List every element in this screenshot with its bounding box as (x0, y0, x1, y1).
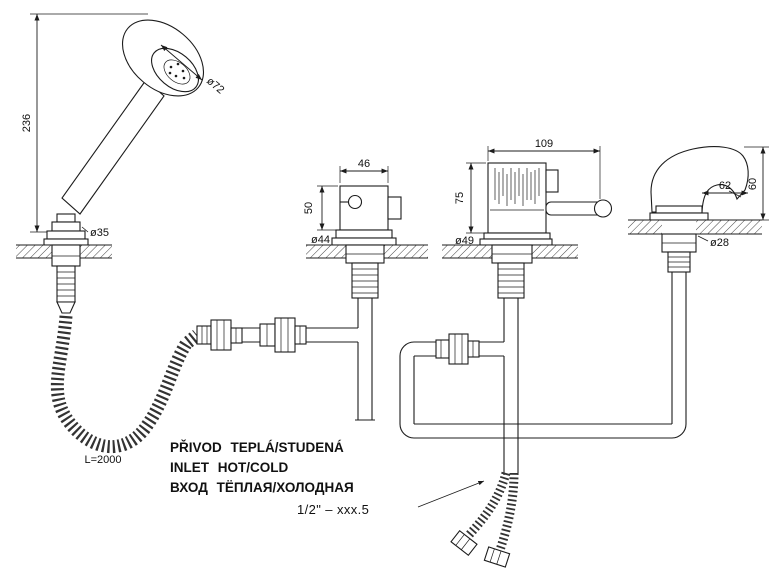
spout-body (649, 146, 749, 221)
spout-supply-pipe (414, 423, 687, 439)
dim-label-spout-height: 60 (747, 178, 759, 190)
inlet-note-czech: PŘIVOD TEPLÁ/STUDENÁ (170, 440, 344, 455)
dim-label-spout-base-dia: ø28 (710, 237, 729, 249)
spout-tail (661, 233, 697, 424)
dim-label-mixer-base-dia: ø49 (455, 235, 474, 247)
inlet-note: PŘIVOD TEPLÁ/STUDENÁ INLET HOT/COLD ВХОД… (170, 440, 354, 495)
dim-mixer-width: 109 (487, 138, 601, 199)
dim-diverter-height: 50 (303, 185, 338, 231)
dim-hose-length: L=2000 (84, 454, 121, 466)
dim-shower-height: 236 (21, 13, 148, 233)
shower-hose (50, 315, 202, 453)
inlet-note-russian: ВХОД ТЁПЛАЯ/ХОЛОДНАЯ (170, 480, 354, 495)
dim-label-shower-base-dia: ø35 (90, 227, 109, 239)
deck-section-shower (16, 244, 112, 259)
dim-mixer-height: 75 (454, 162, 486, 234)
inlet-flex-hoses (450, 471, 519, 568)
dim-label-shower-height: 236 (21, 114, 33, 132)
dim-label-diverter-height: 50 (303, 202, 315, 214)
diverter-assembly: 46 50 ø44 (303, 158, 428, 421)
diverter-body (331, 185, 402, 246)
mixer-branch-pipe (399, 333, 504, 439)
shower-handset (61, 19, 205, 215)
dim-shower-base-diameter: ø35 (81, 226, 109, 239)
deck-section-mixer (442, 244, 578, 259)
dim-mixer-base-diameter: ø49 (455, 235, 474, 247)
dim-label-mixer-width: 109 (535, 138, 553, 150)
thread-note: 1/2" – xxx.5 (297, 480, 485, 517)
dim-diverter-width: 46 (339, 158, 389, 183)
hose-connectors (196, 317, 358, 353)
shower-holder (43, 213, 89, 246)
mixer-assembly: 109 75 ø49 (399, 138, 687, 568)
shower-assembly: 236 ø72 ø35 (16, 13, 226, 466)
mixer-body (479, 162, 613, 246)
deck-section-spout (628, 219, 762, 235)
mixer-tail (491, 244, 533, 475)
dim-label-diverter-width: 46 (358, 158, 370, 170)
dim-spout-base-diameter: ø28 (697, 235, 729, 249)
deck-section-diverter (306, 244, 428, 259)
spout-assembly: 62 60 ø28 (628, 146, 769, 424)
dim-label-mixer-height: 75 (454, 192, 466, 204)
thread-spec-label: 1/2" – xxx.5 (297, 502, 369, 517)
dim-label-spout-reach: 62 (719, 180, 731, 192)
dim-spout-reach: 62 (702, 180, 748, 196)
dim-label-diverter-base-dia: ø44 (311, 234, 330, 246)
thread-spec-arrow (417, 480, 485, 508)
dim-spout-height: 60 (744, 146, 769, 221)
dim-diverter-base-diameter: ø44 (311, 234, 330, 246)
dim-label-hose-length: L=2000 (84, 454, 121, 466)
dim-label-shower-head-dia: ø72 (204, 75, 226, 96)
diverter-tail (345, 244, 385, 421)
shower-tail (51, 244, 81, 314)
inlet-note-english: INLET HOT/COLD (170, 460, 288, 475)
